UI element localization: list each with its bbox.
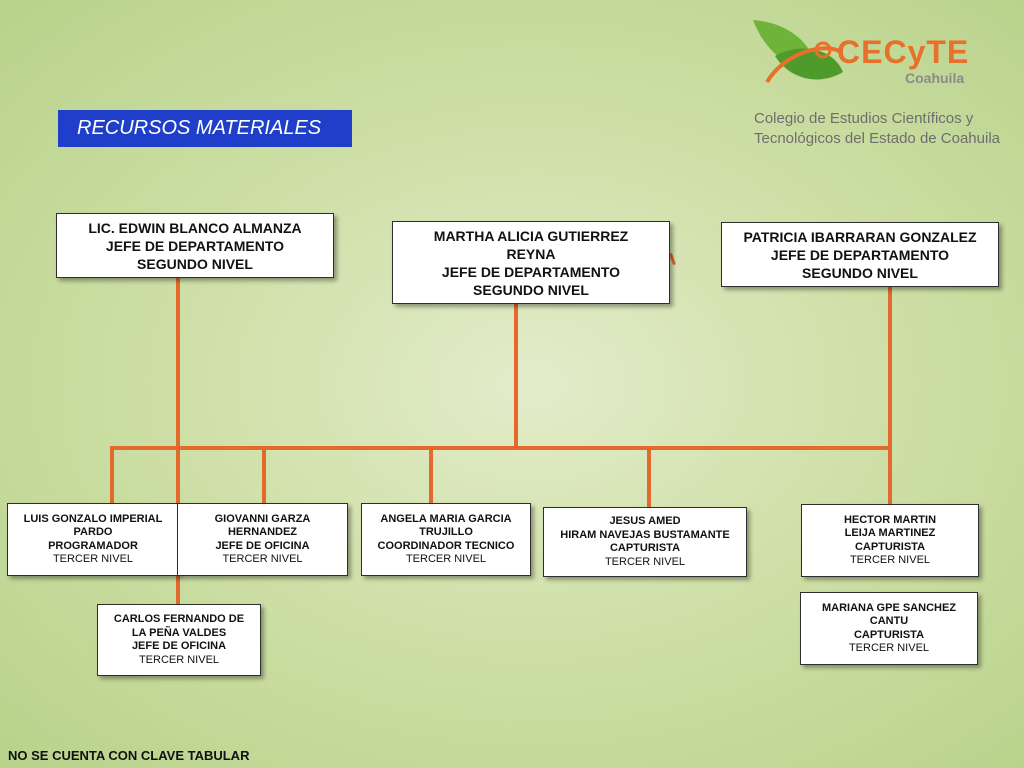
node-role: JEFE DE DEPARTAMENTO xyxy=(105,237,285,254)
connector-giovanni xyxy=(262,446,266,504)
node-edwin-blanco: LIC. EDWIN BLANCO ALMANZA JEFE DE DEPART… xyxy=(56,213,334,278)
node-giovanni-garza: GIOVANNI GARZA HERNANDEZ JEFE DE OFICINA… xyxy=(177,503,348,576)
node-role: CAPTURISTA xyxy=(609,542,681,554)
node-name-2: PARDO xyxy=(73,526,113,538)
node-name-2: REYNA xyxy=(506,245,556,262)
node-level: TERCER NIVEL xyxy=(222,553,303,565)
node-role: CAPTURISTA xyxy=(854,540,926,553)
node-name-2: HIRAM NAVEJAS BUSTAMANTE xyxy=(560,528,730,541)
node-patricia-ibarraran: PATRICIA IBARRARAN GONZALEZ JEFE DE DEPA… xyxy=(721,222,999,287)
node-jesus-navejas: JESUS AMED HIRAM NAVEJAS BUSTAMANTE CAPT… xyxy=(543,507,747,577)
node-level: SEGUNDO NIVEL xyxy=(473,281,589,298)
node-martha-gutierrez: MARTHA ALICIA GUTIERREZ REYNA JEFE DE DE… xyxy=(392,221,670,304)
node-level: TERCER NIVEL xyxy=(138,653,220,666)
connector-martha-down xyxy=(514,304,518,449)
node-role: CAPTURISTA xyxy=(853,628,925,641)
node-name: MARIANA GPE SANCHEZ xyxy=(821,601,957,614)
node-level: TERCER NIVEL xyxy=(849,554,931,566)
connector-jesus xyxy=(647,446,651,508)
node-level: SEGUNDO NIVEL xyxy=(137,255,253,272)
node-role: JEFE DE OFICINA xyxy=(131,640,227,652)
node-luis-imperial: LUIS GONZALO IMPERIAL PARDO PROGRAMADOR … xyxy=(7,503,179,576)
node-level: TERCER NIVEL xyxy=(848,642,930,654)
connector-mark xyxy=(669,252,676,266)
node-level: TERCER NIVEL xyxy=(52,553,134,565)
node-name-2: HERNANDEZ xyxy=(227,526,298,538)
node-role: JEFE DE OFICINA xyxy=(215,539,310,552)
connector-edwin-down xyxy=(176,278,180,606)
node-angela-garcia: ANGELA MARIA GARCIA TRUJILLO COORDINADOR… xyxy=(361,503,531,576)
connector-angela xyxy=(429,446,433,504)
node-name: ANGELA MARIA GARCIA xyxy=(380,512,512,525)
logo-brand: CECyTE xyxy=(837,34,970,70)
connector-horizontal-bus xyxy=(110,446,892,450)
connector-luis xyxy=(110,446,114,504)
leaf-logo-icon xyxy=(753,20,843,84)
logo-line-2: Tecnológicos del Estado de Coahuila xyxy=(754,130,1000,147)
node-carlos-de-la-pena: CARLOS FERNANDO DE LA PEÑA VALDES JEFE D… xyxy=(97,604,261,676)
node-role: JEFE DE DEPARTAMENTO xyxy=(441,263,621,280)
node-name: GIOVANNI GARZA xyxy=(214,512,311,525)
node-level: TERCER NIVEL xyxy=(405,553,487,565)
node-name-2: LA PEÑA VALDES xyxy=(131,626,227,639)
logo-line-1: Colegio de Estudios Científicos y xyxy=(754,110,974,127)
node-name: CARLOS FERNANDO DE xyxy=(113,613,245,625)
node-name: LUIS GONZALO IMPERIAL xyxy=(23,512,163,525)
node-name: JESUS AMED xyxy=(609,515,681,527)
page-title: RECURSOS MATERIALES xyxy=(58,110,352,147)
logo-state: Coahuila xyxy=(905,70,965,86)
footer-note: NO SE CUENTA CON CLAVE TABULAR xyxy=(8,748,250,763)
node-name: LIC. EDWIN BLANCO ALMANZA xyxy=(88,219,302,236)
node-name: PATRICIA IBARRARAN GONZALEZ xyxy=(743,228,977,245)
node-name-2: CANTU xyxy=(869,615,909,627)
node-role: COORDINADOR TECNICO xyxy=(377,539,515,552)
connector-patricia-down xyxy=(888,287,892,505)
node-name: HECTOR MARTIN xyxy=(843,513,937,526)
node-name-2: LEIJA MARTINEZ xyxy=(844,527,936,539)
cecyte-logo: CECyTE Coahuila Colegio de Estudios Cien… xyxy=(745,12,1000,162)
node-level: SEGUNDO NIVEL xyxy=(802,264,918,281)
node-level: TERCER NIVEL xyxy=(604,555,686,568)
node-role: JEFE DE DEPARTAMENTO xyxy=(770,246,950,263)
node-mariana-sanchez: MARIANA GPE SANCHEZ CANTU CAPTURISTA TER… xyxy=(800,592,978,665)
node-name-2: TRUJILLO xyxy=(419,526,473,538)
node-name: MARTHA ALICIA GUTIERREZ xyxy=(433,227,629,244)
node-role: PROGRAMADOR xyxy=(48,539,138,552)
node-hector-leija: HECTOR MARTIN LEIJA MARTINEZ CAPTURISTA … xyxy=(801,504,979,577)
